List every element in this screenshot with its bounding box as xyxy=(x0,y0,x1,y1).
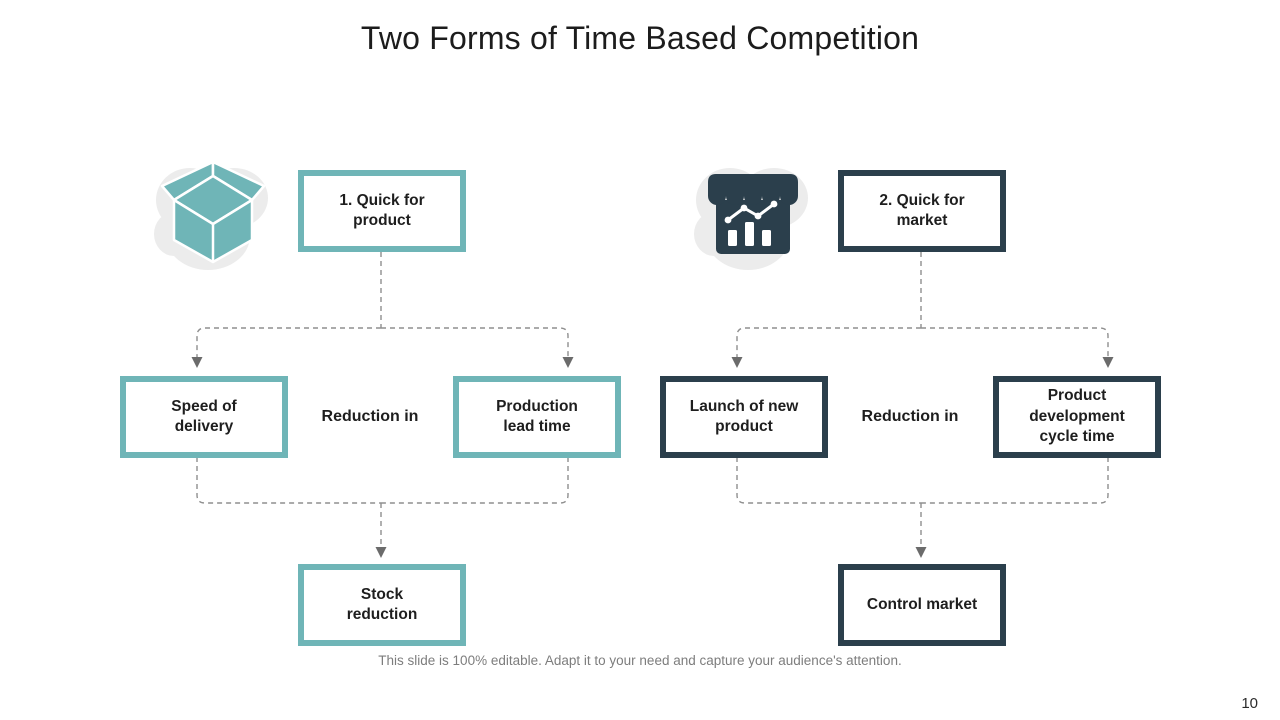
box-control-market: Control market xyxy=(838,564,1006,646)
arrow-down-icon xyxy=(1102,357,1114,368)
box-label: Launch of new product xyxy=(689,397,799,435)
slide-title: Two Forms of Time Based Competition xyxy=(360,20,920,56)
arrow-down-icon xyxy=(562,357,574,368)
footer-note: This slide is 100% editable. Adapt it to… xyxy=(378,653,902,668)
box-label: Speed of delivery xyxy=(171,397,237,435)
box-label: 1. Quick for product xyxy=(339,191,425,229)
box-label: Stock reduction xyxy=(346,585,418,623)
storefront-chart-icon xyxy=(688,148,818,278)
box-quick-for-product: 1. Quick for product xyxy=(298,170,466,252)
box-quick-for-market: 2. Quick for market xyxy=(838,170,1006,252)
page-number: 10 xyxy=(1241,695,1258,712)
box-product-development-cycle-time: Product development cycle time xyxy=(993,376,1161,458)
connector-line xyxy=(196,457,381,504)
box-label: Control market xyxy=(866,595,978,613)
box-speed-of-delivery: Speed of delivery xyxy=(120,376,288,458)
connector-line xyxy=(736,327,921,357)
box-stock-reduction: Stock reduction xyxy=(298,564,466,646)
box-launch-of-new-product: Launch of new product xyxy=(660,376,828,458)
box-label: Product development cycle time xyxy=(1029,387,1125,446)
connector-line xyxy=(381,457,569,504)
arrow-down-icon xyxy=(375,547,387,558)
box-label: 2. Quick for market xyxy=(879,191,965,229)
connector-line xyxy=(196,327,381,357)
arrow-down-icon xyxy=(191,357,203,368)
connector-line xyxy=(736,457,921,504)
arrow-down-icon xyxy=(915,547,927,558)
open-box-icon xyxy=(148,148,278,278)
connector-line xyxy=(921,327,1109,357)
connector-line xyxy=(381,327,569,357)
connector-line xyxy=(921,457,1109,504)
reduction-in-label-left: Reduction in xyxy=(321,408,419,425)
reduction-in-label-right: Reduction in xyxy=(861,408,959,425)
arrow-down-icon xyxy=(731,357,743,368)
box-label: Production lead time xyxy=(496,397,578,435)
box-production-lead-time: Production lead time xyxy=(453,376,621,458)
